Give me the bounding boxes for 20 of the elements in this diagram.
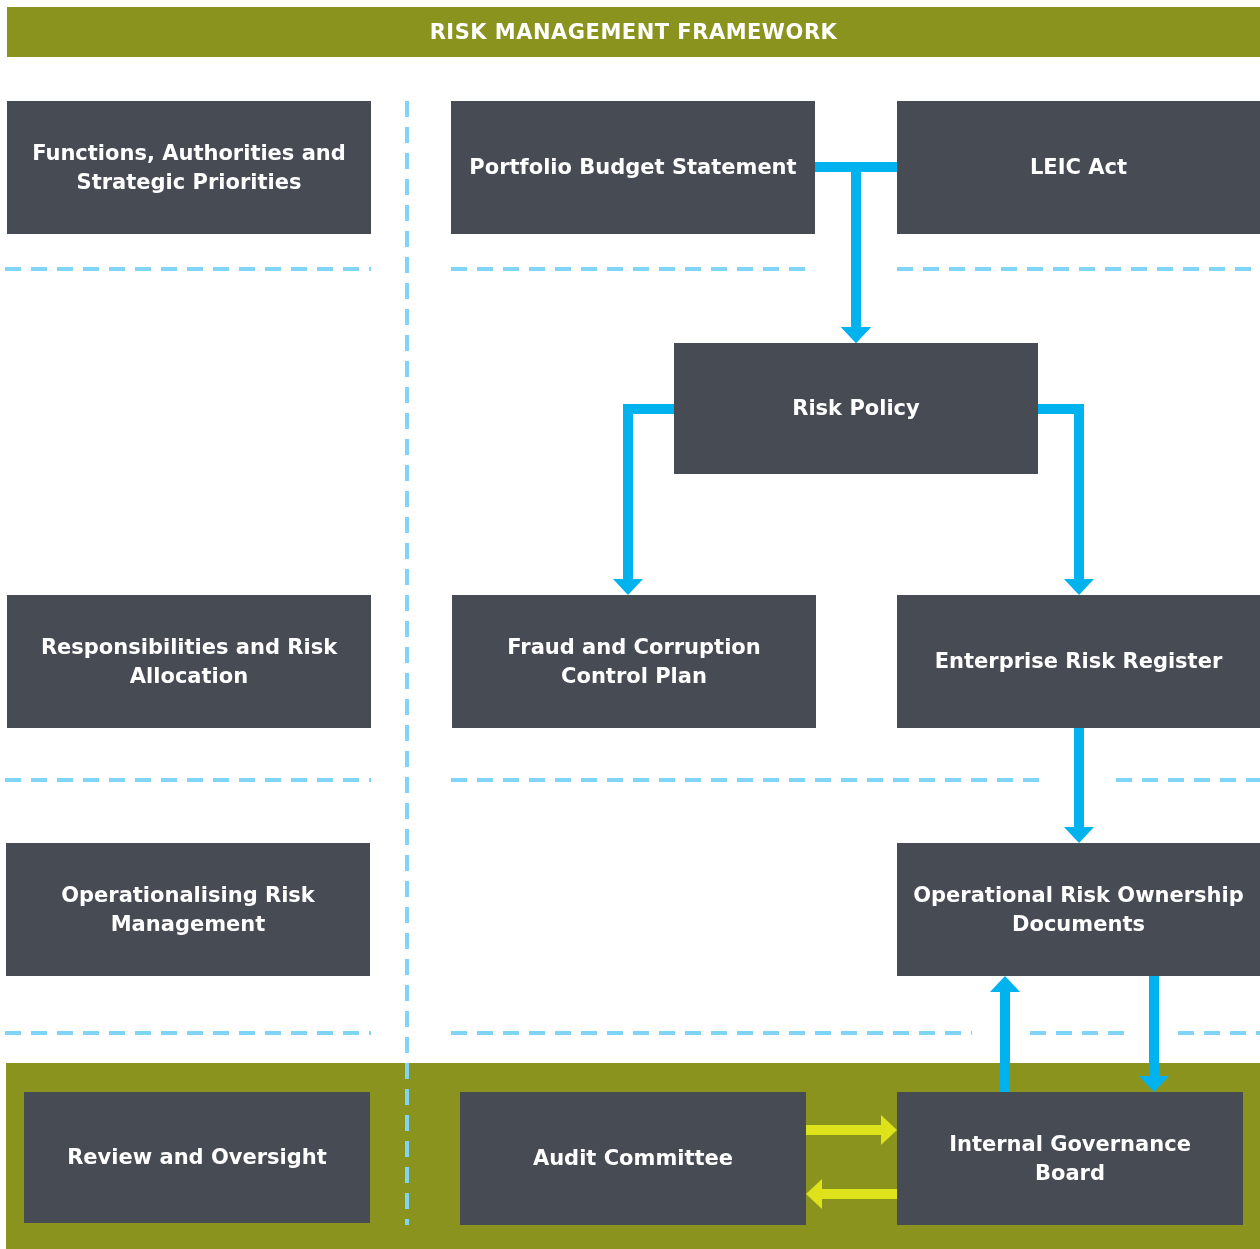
arrow	[613, 404, 674, 595]
arrow	[806, 1179, 897, 1209]
process-box: Operationalising Risk Management	[6, 843, 370, 976]
process-box: Portfolio Budget Statement	[451, 101, 815, 234]
process-box: Audit Committee	[460, 1092, 806, 1225]
process-box: Internal Governance Board	[897, 1092, 1243, 1225]
process-box: Risk Policy	[674, 343, 1038, 474]
title-banner: RISK MANAGEMENT FRAMEWORK	[7, 7, 1260, 57]
process-box: Operational Risk Ownership Documents	[897, 843, 1260, 976]
arrow	[990, 976, 1020, 1092]
process-box: Responsibilities and Risk Allocation	[7, 595, 371, 728]
arrow	[1064, 728, 1094, 843]
process-box: Functions, Authorities and Strategic Priorities	[7, 101, 371, 234]
process-box: LEIC Act	[897, 101, 1260, 234]
process-box: Enterprise Risk Register	[897, 595, 1260, 728]
background-band	[6, 1063, 1260, 1249]
arrow	[806, 1115, 897, 1145]
process-box: Fraud and Corruption Control Plan	[452, 595, 816, 728]
process-box: Review and Oversight	[24, 1092, 370, 1223]
arrow	[1139, 976, 1169, 1092]
